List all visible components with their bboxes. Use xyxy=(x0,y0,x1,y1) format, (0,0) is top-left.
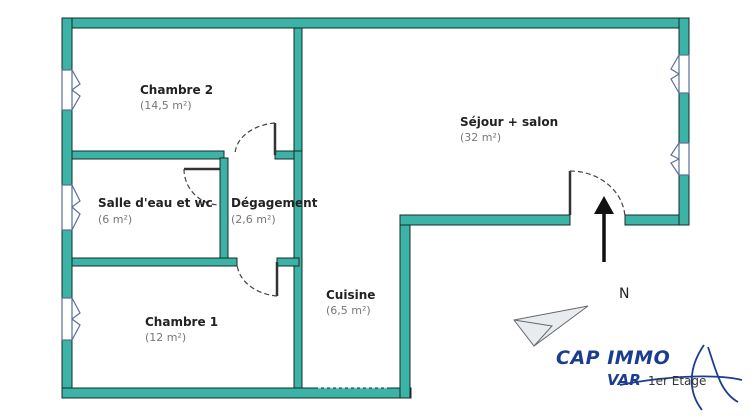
room-area-salle-deau-wc: (6 m²) xyxy=(98,213,133,226)
room-name-chambre-1: Chambre 1 xyxy=(145,315,219,329)
door-salle-deau xyxy=(183,167,221,206)
room-name-cuisine: Cuisine xyxy=(326,288,376,302)
room-area-cuisine: (6,5 m²) xyxy=(326,304,371,317)
compass-north-label: N xyxy=(619,286,630,302)
window-sejour-2 xyxy=(670,142,690,176)
room-area-degagement: (2,6 m²) xyxy=(231,213,276,226)
window-chambre-1 xyxy=(61,297,81,341)
logo-name: CAP IMMO xyxy=(556,347,671,369)
compass-icon xyxy=(513,305,589,347)
logo-swoosh-icon xyxy=(619,344,743,411)
room-name-chambre-2: Chambre 2 xyxy=(140,83,214,97)
room-area-chambre-1: (12 m²) xyxy=(145,331,187,344)
room-name-degagement: Dégagement xyxy=(231,196,318,210)
interior-walls xyxy=(71,27,303,389)
door-entrance xyxy=(568,170,626,220)
entrance-arrow xyxy=(594,196,614,262)
floor-label: 1er Etage xyxy=(648,374,707,388)
window-salle-deau xyxy=(61,184,81,231)
doors xyxy=(183,122,626,389)
room-name-salle-deau-wc: Salle d'eau et wc xyxy=(98,196,213,210)
room-area-chambre-2: (14,5 m²) xyxy=(140,99,192,112)
room-area-sejour-salon: (32 m²) xyxy=(460,131,502,144)
door-chambre-1 xyxy=(236,261,279,297)
logo-sub: VAR xyxy=(607,371,641,389)
room-name-sejour-salon: Séjour + salon xyxy=(460,115,559,129)
windows xyxy=(61,54,690,341)
door-chambre-2 xyxy=(234,122,277,156)
window-sejour-1 xyxy=(670,54,690,94)
window-chambre-2 xyxy=(61,69,81,111)
